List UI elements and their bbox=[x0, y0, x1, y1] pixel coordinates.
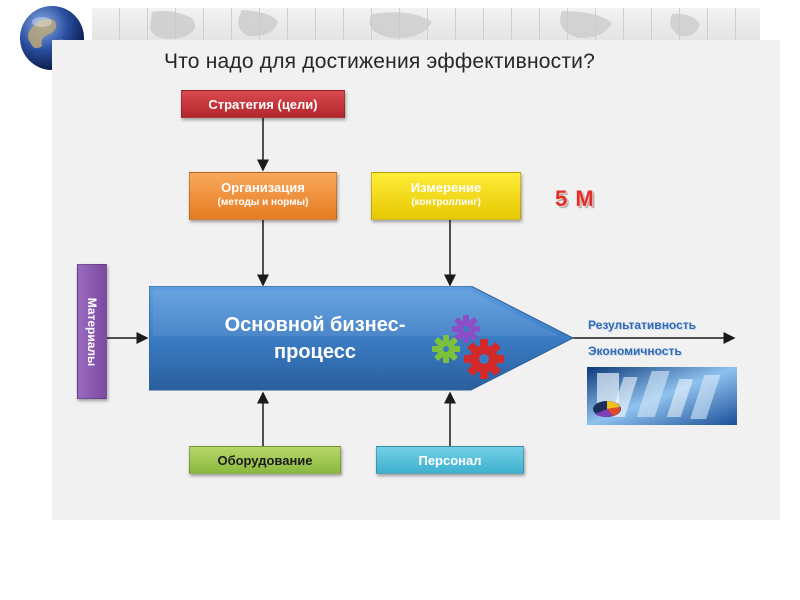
slide-canvas bbox=[52, 40, 780, 520]
five-m-label: 5 М bbox=[555, 186, 595, 211]
process-line1: Основной бизнес- bbox=[224, 314, 406, 336]
output-result: Результативность bbox=[588, 318, 697, 332]
strategy-label: Стратегия (цели) bbox=[208, 97, 318, 112]
equipment-box: Оборудование bbox=[189, 446, 341, 474]
chart-illustration bbox=[587, 367, 737, 425]
staff-box: Персонал bbox=[376, 446, 524, 474]
materials-box: Материалы bbox=[77, 264, 107, 399]
organization-title: Организация bbox=[221, 180, 305, 195]
measurement-box: Измерение (контроллинг) bbox=[371, 172, 521, 220]
measurement-subtitle: (контроллинг) bbox=[411, 197, 481, 208]
header-map-band bbox=[92, 8, 760, 40]
output-economy: Экономичность bbox=[588, 344, 682, 358]
gears-icon bbox=[432, 315, 504, 379]
strategy-box: Стратегия (цели) bbox=[181, 90, 345, 118]
materials-label: Материалы bbox=[85, 297, 99, 366]
measurement-title: Измерение bbox=[410, 180, 482, 195]
page-title: Что надо для достижения эффективности? bbox=[164, 50, 595, 73]
organization-box: Организация (методы и нормы) bbox=[189, 172, 337, 220]
process-label: Основной бизнес- процесс bbox=[190, 312, 440, 366]
process-line2: процесс bbox=[274, 341, 356, 363]
organization-subtitle: (методы и нормы) bbox=[217, 197, 309, 208]
staff-label: Персонал bbox=[418, 453, 482, 468]
equipment-label: Оборудование bbox=[217, 453, 313, 468]
